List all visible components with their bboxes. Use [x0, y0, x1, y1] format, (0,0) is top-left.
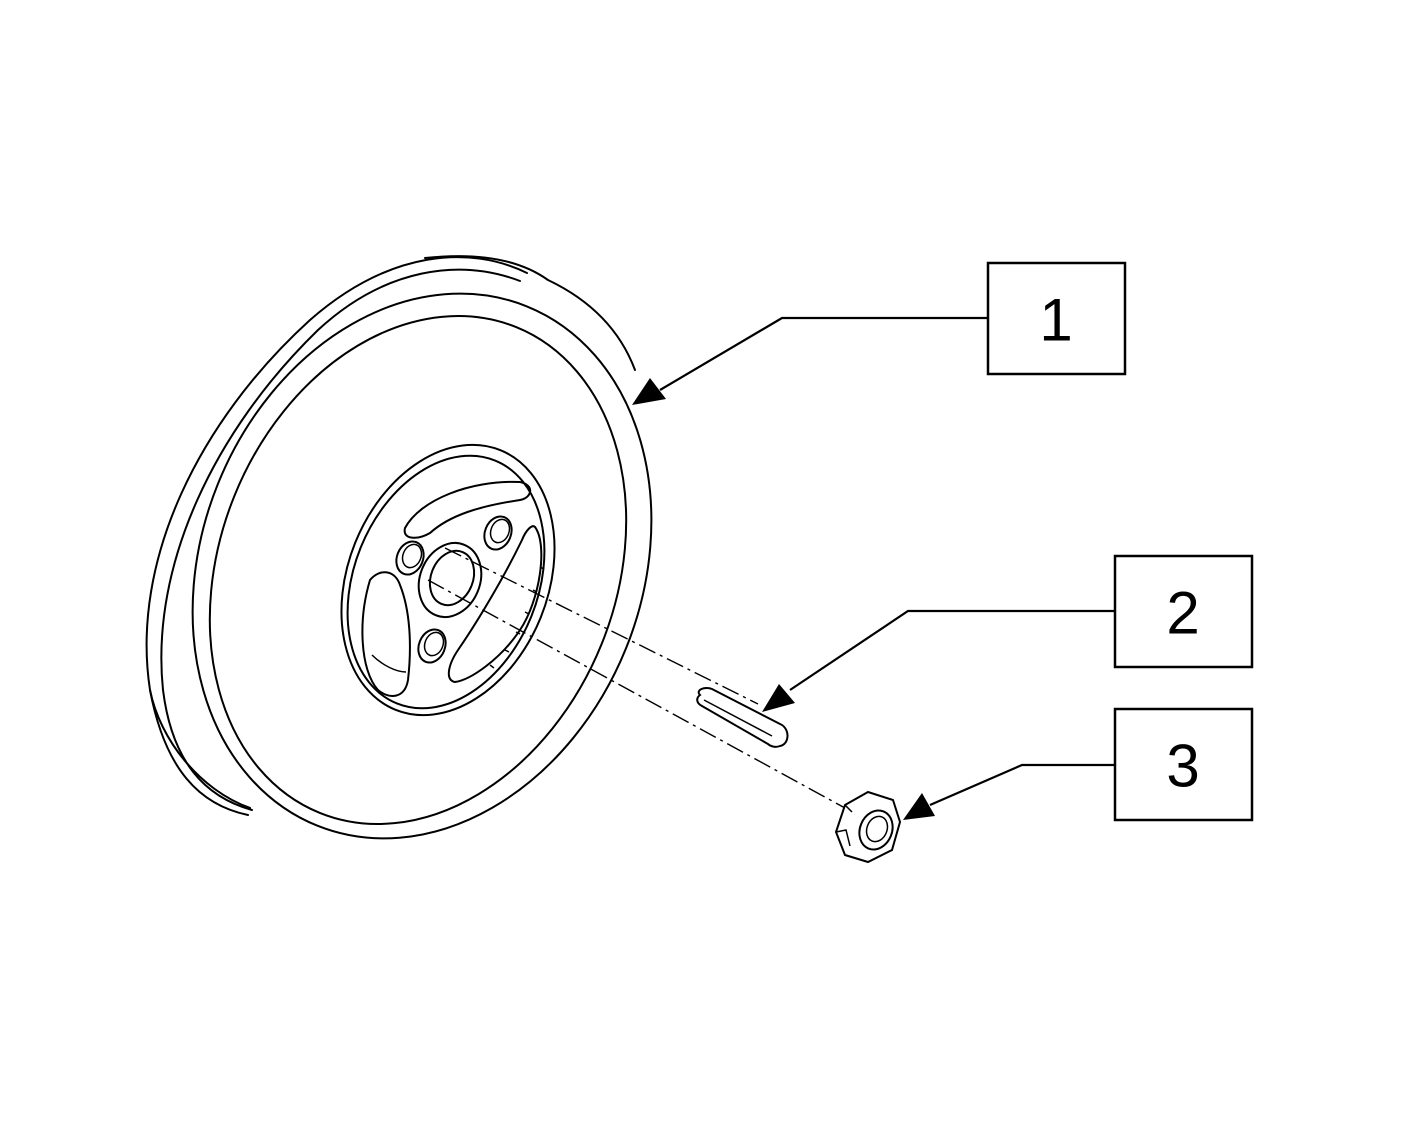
nut-hex-facet: [835, 804, 853, 847]
nut-part: [834, 790, 902, 864]
axis-centerline-lower: [427, 579, 846, 809]
tire-bottom-connector: [149, 689, 251, 809]
wheel-part: [145, 255, 653, 840]
hub-cutout-top: [403, 480, 532, 539]
hub-cutout-left-inner: [371, 654, 407, 673]
nut-hole-outer: [858, 809, 894, 851]
leader-2-arrowhead: [762, 684, 795, 712]
callout-1-label: 1: [1039, 287, 1072, 354]
axis-centerline-upper: [444, 547, 759, 705]
bolt-hole-lower-inner: [423, 631, 445, 657]
callout-1: 1: [986, 261, 1127, 376]
tire-back-edge: [145, 256, 528, 816]
callout-3: 3: [1113, 707, 1254, 822]
axle-bore-outer: [417, 542, 483, 618]
nut-hole-inner: [865, 815, 889, 843]
hub-edge-ticks: [489, 566, 545, 669]
axle-bore-inner: [428, 549, 476, 607]
nut-hex-body: [834, 790, 902, 864]
bolt-hole-upper-right: [483, 515, 513, 551]
leader-1-arrowhead: [632, 378, 666, 405]
bolt-hole-upper-right-inner: [489, 518, 511, 544]
bolt-hole-lower: [417, 628, 447, 664]
callout-3-label: 3: [1166, 733, 1199, 800]
key-part: [696, 686, 789, 748]
leader-1: [632, 316, 988, 405]
callout-3-box: [1113, 707, 1254, 822]
tire-back-inner-edge: [160, 268, 521, 811]
callout-1-box: [986, 261, 1127, 376]
bolt-hole-upper-left: [395, 540, 425, 576]
callout-2-box: [1113, 554, 1254, 669]
tire-front-outer-rim: [191, 292, 653, 840]
hub-inner-ring: [346, 454, 546, 710]
leader-3-arrowhead: [903, 793, 935, 820]
hub-cutout-left: [361, 571, 411, 697]
hub-outer-ring: [340, 443, 556, 717]
tire-top-connector: [424, 255, 636, 371]
tire-front-inner-rim: [208, 315, 628, 825]
key-top-edge: [703, 699, 773, 737]
leader-2: [762, 609, 1115, 712]
callout-2-label: 2: [1166, 580, 1199, 647]
hub-cutout-right: [447, 525, 543, 683]
leader-3: [903, 763, 1115, 820]
bolt-hole-upper-left-inner: [401, 543, 423, 569]
callout-2: 2: [1113, 554, 1254, 669]
